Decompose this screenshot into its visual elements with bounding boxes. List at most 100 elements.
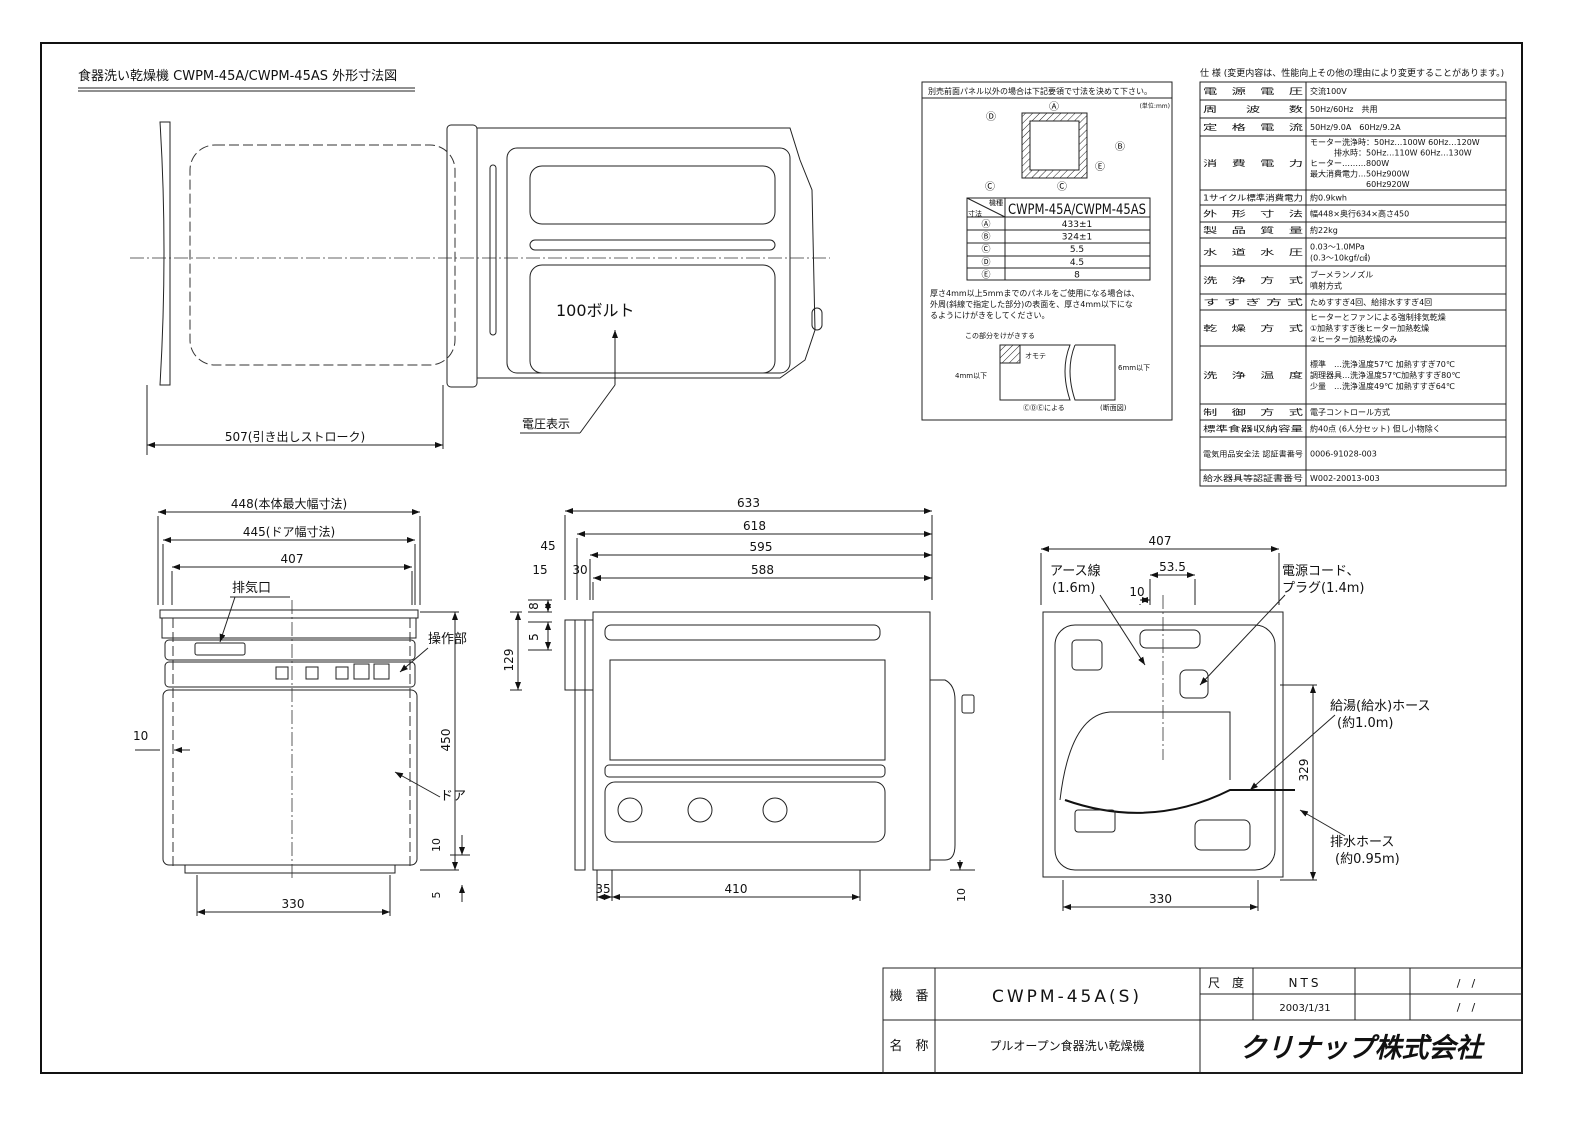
drawing-date: 2003/1/31	[1279, 1003, 1330, 1014]
dim-15: 15	[532, 563, 547, 577]
upper-basket-side	[609, 659, 886, 761]
door-panel-top	[446, 124, 478, 388]
mid-rail	[604, 764, 886, 778]
row-value: 4.5	[1070, 258, 1084, 268]
dim-410: 410	[725, 882, 748, 896]
control-button-2	[335, 666, 349, 680]
exhaust-vent	[194, 642, 246, 656]
dim-407-back: 407	[1149, 534, 1172, 548]
spec-value: ②ヒーター加熱乾燥のみ	[1310, 334, 1397, 344]
spec-value: ヒーター………800W	[1310, 159, 1389, 168]
control-panel	[164, 661, 416, 688]
dim-10-back: 10	[1129, 585, 1144, 599]
spec-value: 約40点 (6人分セット) 但し小物除く	[1310, 424, 1441, 434]
panel-note-text: るようにけがきをしてください。	[930, 310, 1050, 320]
voltage-label: 100ボルト	[556, 301, 635, 320]
scale-value: NTS	[1289, 976, 1322, 990]
spec-value: 少量 …洗浄温度49℃ 加熱すすぎ64℃	[1310, 381, 1455, 391]
page-title: 食器洗い乾燥機 CWPM-45A/CWPM-45AS 外形寸法図	[78, 68, 397, 84]
dim-30: 30	[572, 563, 587, 577]
mark-c2: Ⓒ	[1057, 181, 1067, 193]
revision-1: / /	[1457, 977, 1476, 990]
row-value: 324±1	[1062, 233, 1092, 243]
spec-value: W002-20013-003	[1310, 474, 1380, 483]
spec-label: 電 源 電 圧	[1203, 87, 1303, 96]
spec-value: 60Hz920W	[1310, 180, 1410, 189]
spec-label: 水 道 水 圧	[1203, 247, 1303, 257]
spec-label: 外 形 寸 法	[1203, 209, 1303, 219]
body-side	[592, 611, 931, 871]
door-side-lower	[574, 619, 586, 871]
nozzle-1	[687, 797, 713, 823]
front-label: オモテ	[1025, 352, 1046, 360]
product-name: プルオープン食器洗い乾燥機	[989, 1038, 1144, 1053]
power-cord-label: 電源コード、	[1282, 564, 1359, 579]
panel-note-header: 別売前面パネル以外の場合は下記要領で寸法を決めて下さい。	[928, 86, 1152, 96]
spec-label: 周 波 数	[1203, 104, 1303, 114]
row-mark: Ⓑ	[981, 232, 990, 243]
spec-value: ためすすぎ4回、給排水すすぎ4回	[1310, 297, 1432, 307]
dim-450: 450	[439, 729, 453, 752]
spec-value: 噴射方式	[1310, 281, 1342, 291]
model-number: CWPM-45A(S)	[992, 987, 1142, 1007]
exhaust-leader	[219, 596, 236, 643]
row-value: 433±1	[1062, 220, 1092, 230]
unit-label: (単位:mm)	[1140, 102, 1170, 110]
spec-label: 定 格 電 流	[1203, 122, 1303, 132]
exhaust-panel	[164, 639, 416, 661]
control-leader	[399, 647, 429, 673]
table-model: CWPM-45A/CWPM-45AS	[1008, 202, 1146, 218]
back-slot	[1139, 629, 1201, 649]
rack-lower	[529, 264, 776, 374]
supply-leader	[1249, 714, 1336, 791]
model-label: 機 番	[889, 989, 928, 1004]
row-mark: Ⓐ	[981, 219, 990, 230]
back-box-2	[1074, 809, 1116, 833]
control-button-1	[305, 666, 319, 680]
rail-top	[604, 624, 881, 641]
supply-hose	[1064, 789, 1295, 814]
dim-448: 448(本体最大幅寸法)	[231, 496, 347, 511]
control-button-4	[373, 663, 390, 680]
spec-label: 洗 浄 方 式	[1203, 275, 1303, 285]
spec-value: 交流100V	[1310, 86, 1347, 96]
power-cord	[930, 679, 956, 861]
corner-top: 機種	[989, 198, 1003, 207]
section	[999, 344, 1071, 401]
dim-329: 329	[1297, 759, 1311, 782]
spec-value: 幅448×奥行634×高さ450	[1310, 209, 1409, 219]
dim-445: 445(ドア幅寸法)	[243, 524, 335, 539]
mark-a: Ⓐ	[1049, 101, 1059, 113]
dim-595: 595	[750, 540, 773, 554]
row-mark: Ⓓ	[981, 257, 990, 268]
spec-value: (0.3〜10kgf/㎠)	[1310, 254, 1370, 263]
plug	[961, 694, 975, 714]
mark-c: Ⓒ	[985, 181, 995, 193]
dim-35: 35	[595, 882, 610, 896]
hose-route	[1059, 711, 1231, 801]
spec-value: 0006-91028-003	[1310, 450, 1377, 459]
panel-note-box	[921, 81, 1173, 421]
spec-label: 乾 燥 方 式	[1203, 323, 1303, 333]
scale-label: 尺 度	[1208, 975, 1244, 990]
diag	[966, 197, 1006, 218]
spec-value: モーター洗浄時：50Hz…100W 60Hz…120W	[1310, 137, 1480, 147]
top-strip	[161, 617, 417, 639]
spec-label: 標準食器収納容量	[1203, 424, 1303, 434]
voltage-indicator	[811, 307, 823, 331]
mark-e: Ⓔ	[1095, 161, 1105, 173]
supply-hose-label: 給湯(給水)ホース	[1330, 699, 1431, 714]
door-front-top	[159, 121, 171, 386]
back-panel	[1054, 624, 1276, 871]
dim-5-side: 5	[527, 633, 541, 641]
drain-leader	[1299, 809, 1346, 837]
exhaust-label: 排気口	[232, 580, 271, 596]
door-leader	[394, 771, 441, 798]
nozzle-2	[762, 797, 788, 823]
drawer-stroke-outline	[189, 144, 456, 366]
dim-8: 8	[527, 602, 541, 610]
name-label: 名 称	[889, 1038, 928, 1054]
door-front	[162, 689, 418, 866]
spec-value: ①加熱すすぎ後ヒーター加熱乾燥	[1310, 323, 1429, 333]
